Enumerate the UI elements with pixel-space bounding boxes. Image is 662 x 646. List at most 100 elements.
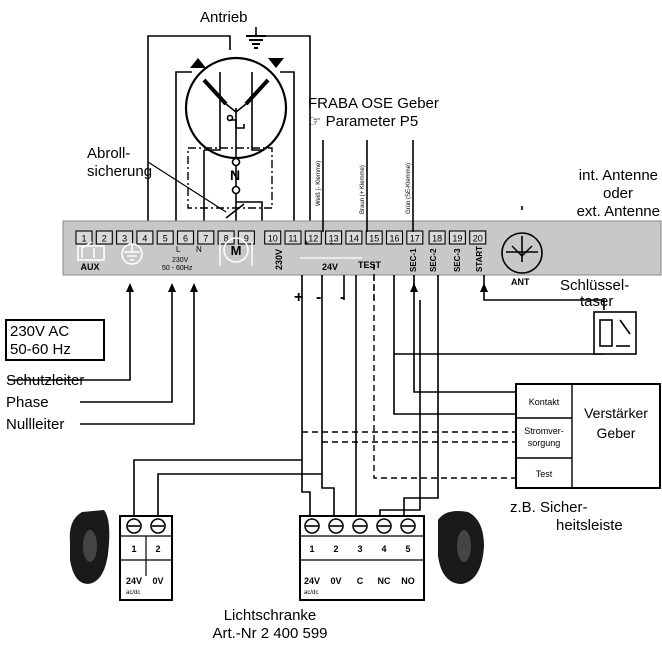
amp-title-label-2: Geber (597, 425, 636, 441)
terminal-cell (406, 230, 424, 245)
sec3-label: SEC-3 (453, 248, 462, 272)
hz-label: 50 - 60Hz (162, 265, 193, 272)
photocell-terminal-number: 2 (333, 544, 338, 554)
photocell-terminal-number: 3 (357, 544, 362, 554)
photocell-sub-label: ac/dc (126, 590, 140, 596)
fraba-label: FRABA OSE Geber (308, 95, 439, 112)
photocell-sensor-left-icon (69, 510, 110, 584)
antenne-label-3: ext. Antenne (577, 203, 660, 220)
wire-label-weiss: Weiß (- Klemme) (316, 161, 322, 206)
nullleiter-label: Nullleiter (6, 416, 64, 433)
wiring (8, 140, 605, 516)
dashed-wiring (302, 260, 516, 479)
test-label: TEST (358, 260, 382, 270)
terminal-cell (325, 230, 343, 245)
photocell-terminal-label: 0V (330, 576, 341, 586)
supply-label-1: 230V AC (10, 323, 69, 340)
earth-icon (121, 243, 143, 265)
terminal-cell (264, 230, 282, 245)
amp-title-label-1: Verstärker (584, 405, 648, 421)
terminal-cell (284, 230, 302, 245)
photocell-terminal-label: 24V (304, 576, 320, 586)
schutzleiter-label: Schutzleiter (6, 372, 84, 389)
amp-test-label: Test (536, 469, 553, 479)
plus-label: + (304, 238, 309, 248)
plus-wire-label: + (294, 289, 303, 306)
terminal-cell (176, 230, 195, 245)
schluessel-label-1: Schlüssel- (560, 277, 629, 294)
terminal-number: 13 (329, 234, 339, 244)
photocell-right-block (299, 515, 425, 601)
terminal-number: 10 (268, 234, 278, 244)
terminal-cell (345, 230, 363, 245)
terminal-cell (385, 230, 404, 245)
antenne-label-1: int. Antenne (579, 167, 658, 184)
terminal-cell (304, 230, 322, 245)
photocell-terminal-number: 1 (131, 544, 136, 554)
photocell-terminal-number: 2 (155, 544, 160, 554)
direction-arrow-up-icon (190, 58, 206, 68)
l-label: L (176, 245, 181, 254)
start-label: START (475, 246, 484, 272)
photocell-sub-label: ac/dc (304, 590, 318, 596)
photocell-terminal-label: 0V (152, 576, 163, 586)
photocell-terminal-number: 1 (309, 544, 314, 554)
amp-strom-label-1: Stromver- (524, 426, 564, 436)
licht-label-2: Art.-Nr 2 400 599 (212, 625, 327, 642)
photocell-terminal-label: NO (401, 576, 415, 586)
motor-label: M (231, 243, 242, 258)
terminal-number: 2 (102, 234, 107, 244)
key-switch-icon (593, 311, 637, 355)
terminal-number: 16 (389, 234, 399, 244)
minus-wire-label-2: - (340, 289, 345, 306)
photocell-terminal-number: 4 (381, 544, 386, 554)
motor-section (147, 27, 311, 232)
amp-kontakt-label: Kontakt (529, 397, 560, 407)
photocell-sensor-right-icon (438, 511, 484, 584)
licht-label-1: Lichtschranke (224, 607, 317, 624)
terminal-number: 19 (452, 234, 462, 244)
wire-label-gruen: Grün (SE-Klemme) (406, 163, 412, 214)
wire-label-braun: Braun (+ Klemme) (360, 165, 366, 214)
phase-label: Phase (6, 394, 49, 411)
terminal-cell (116, 230, 134, 245)
antenne-label-2: oder (603, 185, 633, 202)
terminal-number: 12 (308, 234, 318, 244)
terminal-cell (95, 230, 113, 245)
terminal-number: 4 (142, 234, 147, 244)
ant-label: ANT (511, 277, 530, 287)
minus-wire-label-1: - (316, 289, 321, 306)
sec2-label: SEC-2 (429, 248, 438, 272)
terminal-number: 15 (369, 234, 379, 244)
direction-arrow-down-icon (268, 58, 284, 68)
motor-icon: M (219, 237, 253, 266)
terminal-number: 14 (349, 234, 359, 244)
terminal-number: 20 (473, 234, 483, 244)
terminal-cell (469, 230, 487, 245)
antenna-icon (501, 232, 543, 274)
motor-n-label: N (230, 167, 240, 183)
photocell-terminal-label: 24V (126, 576, 142, 586)
terminal-cell (428, 230, 446, 245)
photocell-terminal-label: C (357, 576, 364, 586)
v230-vertical-label: 230V (274, 249, 284, 270)
amplifier-box (515, 383, 661, 489)
supply-label-2: 50-60 Hz (10, 341, 71, 358)
terminal-number: 8 (224, 234, 229, 244)
photocell-terminal-number: 5 (405, 544, 410, 554)
aux-label: AUX (80, 262, 99, 272)
parameter-label: ☞ Parameter P5 (308, 113, 418, 130)
terminal-number: 11 (288, 234, 297, 244)
terminal-cell (75, 230, 93, 245)
terminal-number: 1 (81, 234, 86, 244)
supply-box (5, 319, 105, 361)
abroll-label-1: Abroll- (87, 145, 130, 162)
terminal-number: 7 (203, 234, 208, 244)
sicher-label-1: z.B. Sicher- (510, 499, 588, 516)
photocell-terminal-label: NC (378, 576, 391, 586)
terminal-number: 5 (163, 234, 168, 244)
terminal-number: 9 (244, 234, 249, 244)
sec1-label: SEC-1 (409, 248, 418, 272)
amp-strom-label-2: sorgung (528, 438, 561, 448)
